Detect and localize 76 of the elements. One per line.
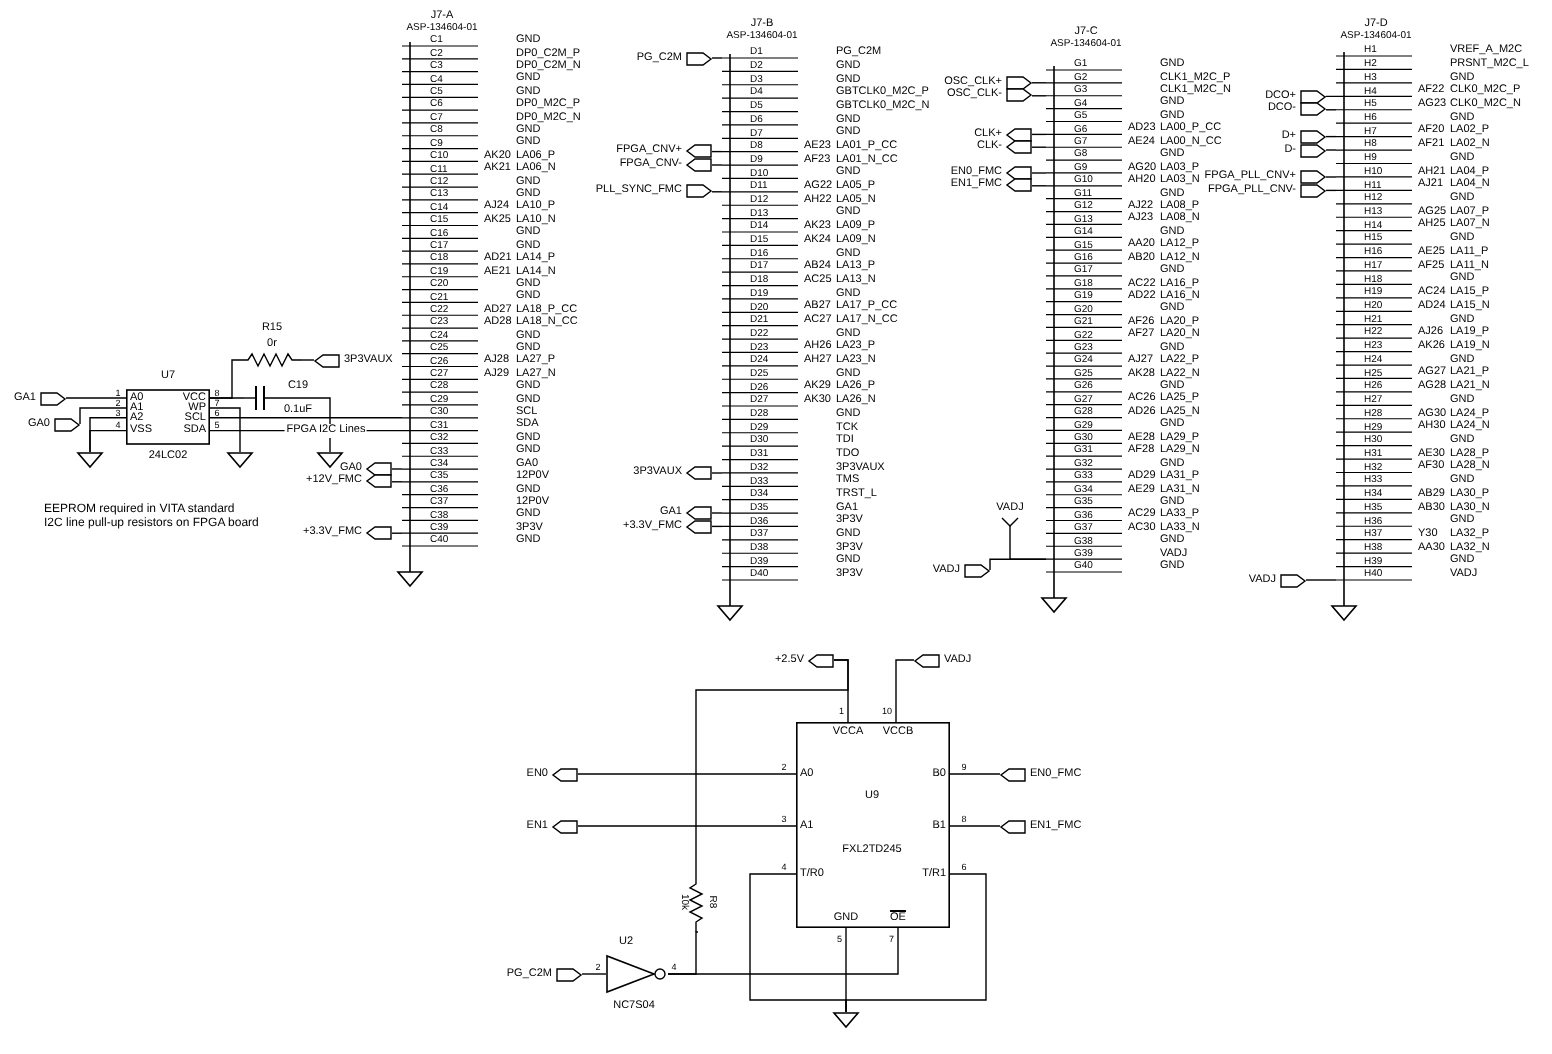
port-flag bbox=[506, 967, 582, 981]
port-flag bbox=[1281, 129, 1326, 144]
wire bbox=[391, 481, 403, 483]
port-flag bbox=[774, 653, 834, 667]
wire bbox=[577, 773, 797, 775]
resistor-symbol bbox=[678, 876, 718, 932]
wire bbox=[301, 359, 315, 361]
port-flag bbox=[974, 127, 1032, 142]
wire bbox=[209, 407, 241, 453]
wire bbox=[89, 429, 127, 453]
port-flag bbox=[1207, 183, 1326, 198]
wire bbox=[1325, 95, 1337, 98]
ground-symbol bbox=[316, 452, 344, 468]
wire bbox=[209, 397, 245, 399]
port-flag bbox=[526, 767, 578, 781]
port-flag bbox=[950, 178, 1032, 193]
wire bbox=[1031, 185, 1047, 187]
wire bbox=[79, 407, 127, 425]
wire bbox=[1031, 172, 1047, 174]
wire bbox=[391, 468, 403, 470]
port-flag bbox=[1265, 89, 1326, 104]
wire bbox=[949, 773, 1001, 775]
wire bbox=[1031, 82, 1047, 84]
port-flag bbox=[1000, 767, 1082, 781]
resistor-symbol bbox=[242, 318, 302, 368]
ground-symbol bbox=[832, 1012, 860, 1028]
port-flag bbox=[13, 391, 66, 405]
port-flag bbox=[623, 519, 712, 534]
wire bbox=[695, 659, 849, 877]
port-flag bbox=[526, 819, 578, 833]
port-flag bbox=[1000, 819, 1082, 833]
port-flag bbox=[932, 563, 990, 577]
port-flag bbox=[914, 653, 972, 667]
port-flag bbox=[659, 506, 712, 521]
wire bbox=[1305, 579, 1337, 581]
port-flag bbox=[1284, 143, 1326, 158]
port-flag bbox=[616, 144, 712, 159]
port-flag bbox=[339, 462, 392, 477]
port-flag bbox=[303, 526, 392, 541]
port-flag bbox=[619, 158, 712, 173]
wire bbox=[1325, 189, 1337, 192]
wire bbox=[845, 873, 987, 1013]
wire bbox=[577, 825, 797, 827]
wire bbox=[989, 558, 1047, 571]
wire bbox=[711, 512, 723, 514]
port-flag bbox=[976, 140, 1032, 155]
port-flag bbox=[306, 474, 392, 489]
port-flag bbox=[944, 75, 1032, 90]
port-flag bbox=[1204, 169, 1326, 184]
port-flag bbox=[27, 417, 80, 431]
wire bbox=[1325, 176, 1337, 178]
port-flag bbox=[1267, 102, 1326, 117]
wire bbox=[711, 191, 723, 193]
wire bbox=[711, 164, 723, 166]
wire bbox=[209, 417, 403, 419]
port-flag bbox=[314, 353, 393, 367]
wire bbox=[1325, 109, 1337, 111]
wire bbox=[1031, 95, 1047, 97]
port-flag bbox=[946, 88, 1032, 103]
wire bbox=[949, 825, 1001, 827]
port-flag bbox=[636, 51, 712, 65]
wire bbox=[581, 973, 607, 975]
port-flag bbox=[595, 184, 712, 199]
port-flag bbox=[633, 465, 712, 480]
wire bbox=[1325, 149, 1337, 151]
wire bbox=[895, 659, 915, 723]
ground-symbol bbox=[226, 452, 254, 468]
wire bbox=[711, 57, 723, 59]
wire bbox=[667, 927, 899, 975]
power-symbol bbox=[994, 500, 1026, 544]
ground-symbol bbox=[76, 452, 104, 468]
port-flag bbox=[950, 165, 1032, 180]
ic-package bbox=[796, 722, 950, 928]
port-flag bbox=[1248, 573, 1306, 587]
wire bbox=[65, 397, 127, 399]
wire bbox=[711, 472, 723, 474]
